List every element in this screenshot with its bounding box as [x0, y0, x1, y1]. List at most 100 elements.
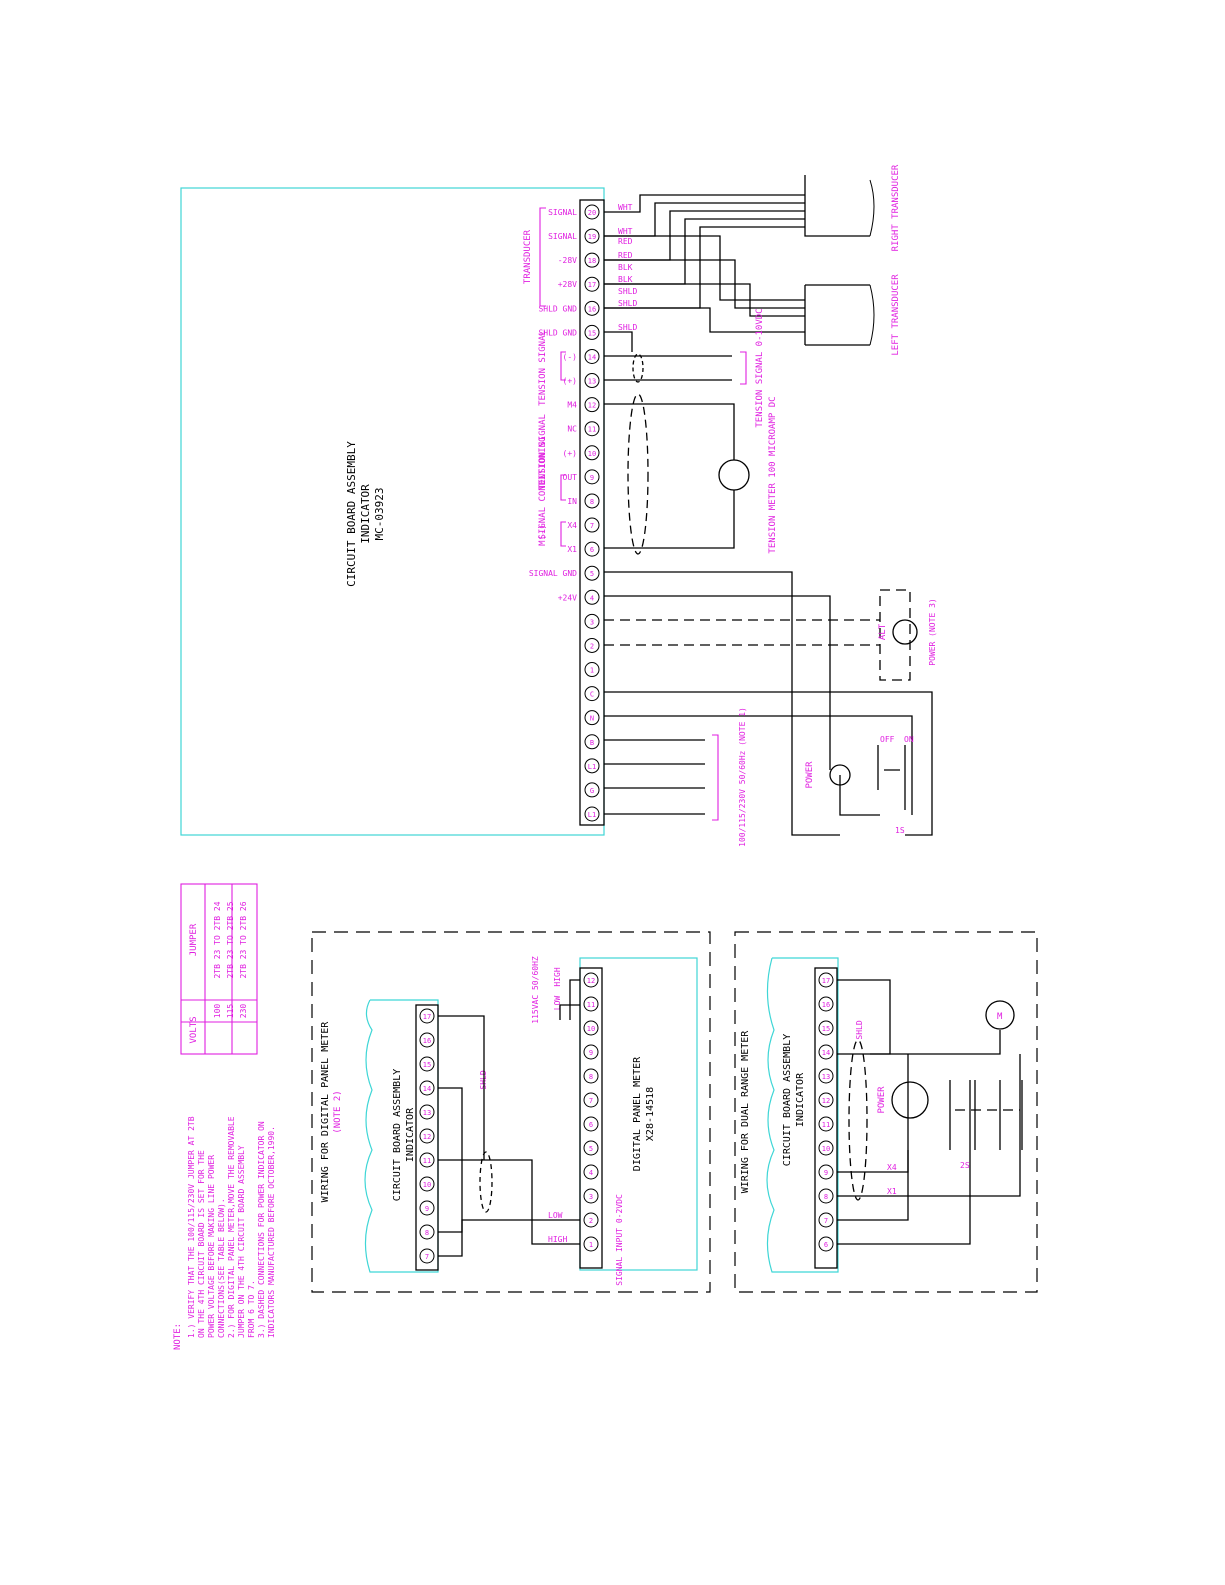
dpm-meter-terminal-number: 2	[589, 1217, 593, 1225]
tension-meter-wires	[604, 393, 735, 555]
conditioning-bracket	[560, 474, 566, 501]
terminal-number: 4	[590, 594, 594, 602]
terminal-7	[584, 373, 600, 389]
dpm-low-high-top: LOW HIGH	[553, 967, 562, 1010]
svg-text:JUMPER: JUMPER	[189, 923, 199, 956]
terminal-number: B	[590, 739, 594, 747]
drm-board-terminal-number: 15	[822, 1025, 830, 1033]
drm-meter-icon	[985, 1000, 1015, 1030]
terminal-label: X4	[567, 521, 577, 530]
switch-on-label: ON	[904, 735, 914, 744]
dpm-board-terminal-number: 17	[423, 1013, 431, 1021]
drm-board-terminal-number: 9	[824, 1169, 828, 1177]
jumper-row-volts: 100	[213, 1004, 222, 1019]
drm-board-terminal-number: 10	[822, 1145, 830, 1153]
jumper-table	[180, 883, 258, 1055]
terminal-number: 14	[588, 353, 596, 361]
dpm-board-terminal-number: 11	[423, 1157, 431, 1165]
terminal-number: 19	[588, 233, 596, 241]
drm-board-terminal	[818, 1116, 834, 1132]
svg-text:2TB 23 TO 2TB 25: 2TB 23 TO 2TB 25	[226, 901, 235, 978]
drm-board-terminal	[818, 1140, 834, 1156]
svg-text:LEFT TRANSDUCER: LEFT TRANSDUCER	[891, 274, 901, 356]
svg-text:WIRING FOR DIGITAL PANEL METER: WIRING FOR DIGITAL PANEL METER	[320, 1021, 331, 1203]
dpm-board-terminal-number: 7	[425, 1253, 429, 1261]
signal-conditioning-label: SIGNAL CONDITIONING	[538, 437, 548, 540]
dpm-board-terminal-number: 16	[423, 1037, 431, 1045]
drm-board-terminal	[818, 1212, 834, 1228]
terminal-number: 9	[590, 474, 594, 482]
dpm-meter-terminal	[583, 1164, 599, 1180]
svg-text:RED: RED	[618, 237, 633, 246]
drm-board-terminal	[818, 1068, 834, 1084]
terminal-23	[584, 758, 600, 774]
svg-text:CIRCUIT BOARD ASSEMBLY: CIRCUIT BOARD ASSEMBLY	[392, 1069, 403, 1201]
terminal-15	[584, 565, 600, 581]
dpm-board-terminal	[419, 1152, 435, 1168]
drm-meter-label: M	[997, 1012, 1003, 1022]
alt-power-box	[879, 589, 911, 681]
dpm-board-strip	[415, 1004, 439, 1271]
dpm-meter-terminal-number: 6	[589, 1121, 593, 1129]
power-switch-icon	[877, 745, 906, 810]
drm-board-terminal-number: 11	[822, 1121, 830, 1129]
dpm-board-terminal	[419, 1104, 435, 1120]
dpm-board-title: CIRCUIT BOARD ASSEMBLY INDICATOR	[392, 1069, 416, 1201]
terminal-13	[584, 517, 600, 533]
terminal-22	[584, 734, 600, 750]
dpm-low-label: LOW	[548, 1211, 563, 1220]
drm-board-terminal-number: 8	[824, 1193, 828, 1201]
terminal-11	[584, 469, 600, 485]
dpm-board-terminal-number: 9	[425, 1205, 429, 1213]
dpm-meter-terminal	[583, 1116, 599, 1132]
drm-switch-icon	[949, 1080, 1023, 1150]
terminal-6	[584, 348, 600, 364]
svg-text:DIGITAL PANEL METER: DIGITAL PANEL METER	[632, 1056, 643, 1171]
terminal-number: 15	[588, 329, 596, 337]
dpm-board-terminal	[419, 1080, 435, 1096]
terminal-9	[584, 421, 600, 437]
terminal-number: 16	[588, 305, 596, 313]
drm-power-lamp-icon	[891, 1081, 929, 1119]
terminal-2	[584, 252, 600, 268]
terminal-21	[584, 710, 600, 726]
svg-text:100: 100	[213, 1004, 222, 1019]
notes-block: NOTE: 1.) VERIFY THAT THE 100/115/230V J…	[173, 1116, 276, 1350]
drm-board-outline	[766, 957, 839, 1273]
dpm-signal-input-label: SIGNAL INPUT 0-2VDC	[615, 1194, 624, 1286]
terminal-5	[584, 324, 600, 340]
drm-shld-label: SHLD	[855, 1020, 864, 1039]
drm-board-terminal-number: 12	[822, 1097, 830, 1105]
power-lamp-label: POWER	[805, 761, 815, 789]
note-line: JUMPER ON THE 4TH CIRCUIT BOARD ASSEMBLY	[237, 1145, 246, 1338]
terminal-number: 8	[590, 498, 594, 506]
svg-text:RIGHT TRANSDUCER: RIGHT TRANSDUCER	[891, 164, 901, 251]
drm-board-terminal	[818, 972, 834, 988]
terminal-12	[584, 493, 600, 509]
dpm-meter-terminal	[583, 996, 599, 1012]
wire-color-labels: WHT WHT RED RED BLK BLK SHLD SHLD SHLD	[618, 203, 637, 332]
dpm-wires	[438, 979, 580, 1257]
board-title-text: CIRCUIT BOARD ASSEMBLY	[345, 441, 358, 587]
dpm-board-terminal	[419, 1032, 435, 1048]
note-line: CONNECTIONS(SEE TABLE BELOW).	[217, 1198, 226, 1338]
drm-board-terminal	[818, 1020, 834, 1036]
terminal-25	[584, 806, 600, 822]
jumper-header-jumper: JUMPER	[189, 923, 199, 956]
drm-box	[734, 931, 1038, 1293]
jumper-row-jumper: 2TB 23 TO 2TB 26	[239, 901, 248, 978]
terminal-label: SIGNAL GND	[529, 569, 577, 578]
terminal-label: -28V	[558, 256, 577, 265]
svg-text:CIRCUIT BOARD ASSEMBLY: CIRCUIT BOARD ASSEMBLY	[782, 1034, 793, 1166]
dpm-board-terminal	[419, 1128, 435, 1144]
transducer-wires	[604, 175, 870, 352]
note-line: 1.) VERIFY THAT THE 100/115/230V JUMPER …	[187, 1116, 196, 1338]
dpm-meter-terminal	[583, 1044, 599, 1060]
drm-board-terminal-number: 13	[822, 1073, 830, 1081]
dpm-meter-terminal	[583, 1020, 599, 1036]
transducer-group-label: TRANSDUCER	[523, 229, 533, 284]
svg-text:SIGNAL INPUT 0-2VDC: SIGNAL INPUT 0-2VDC	[615, 1194, 624, 1286]
